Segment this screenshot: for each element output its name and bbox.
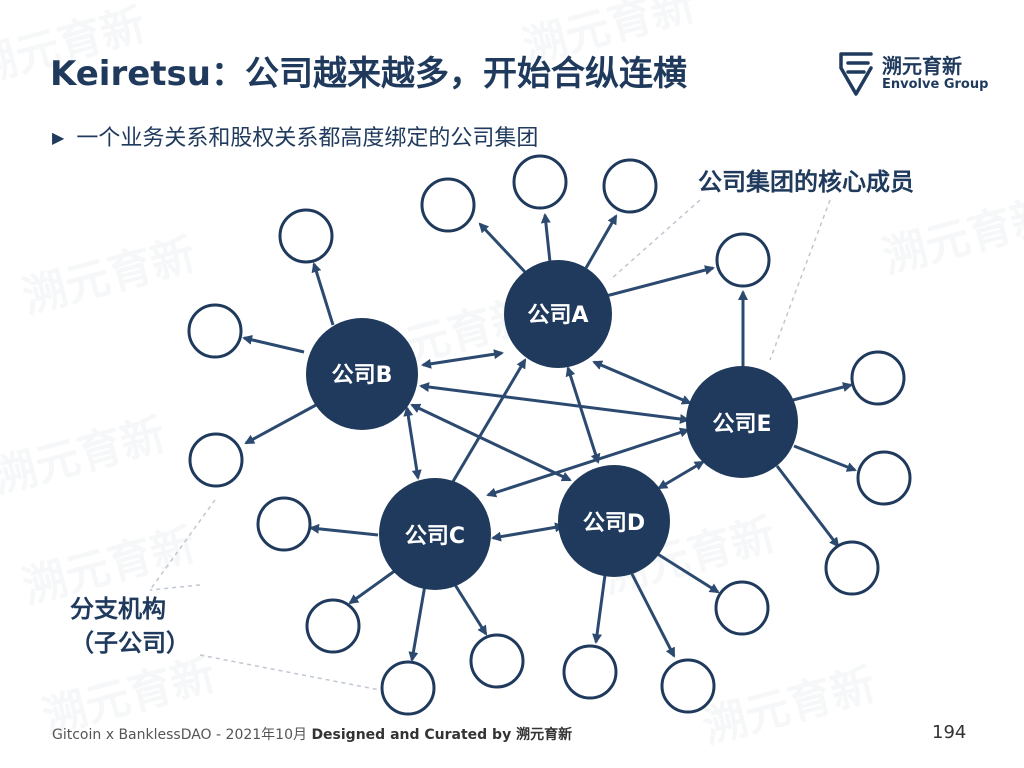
branches-label-line2: （子公司） [70,629,190,657]
company-b-label: 公司B [332,363,393,388]
subtitle-text: 一个业务关系和股权关系都高度绑定的公司集团 [76,126,539,151]
bullet-icon: ▶ [52,128,65,147]
subsidiary-node [420,177,476,233]
subsidiary-node [850,350,906,406]
callout-line [769,199,831,361]
edge-e-sub [775,465,840,548]
callout-lines [149,199,831,691]
edge-a-e [592,360,692,405]
edge-d-sub [655,551,720,594]
subsidiary-node [824,540,880,596]
page-number: 194 [932,722,967,743]
edge-d-sub [592,574,607,644]
envolve-logo-icon [839,52,873,96]
company-node-d: 公司D [558,465,670,577]
edge-c-sub [309,523,379,537]
edge-a-d [565,366,601,464]
company-c-label: 公司C [405,524,465,549]
company-e-label: 公司E [712,412,771,437]
company-node-a: 公司A [504,260,612,368]
edge-e-sub [793,444,857,472]
edge-c-sub [348,568,397,605]
brand-logo: 溯元育新 Envolve Group [838,48,988,98]
edge-d-sub [630,573,676,658]
logo-name-cn: 溯元育新 [882,54,962,78]
company-d-label: 公司D [583,511,645,536]
callout-line [149,499,216,591]
edge-b-sub [244,403,317,445]
subsidiary-node [512,154,568,210]
footer: Gitcoin x BanklessDAO - 2021年10月 Designe… [52,724,572,744]
edge-e-sub [792,382,853,402]
footer-prefix: Gitcoin x BanklessDAO - 2021年10月 [52,727,312,743]
subsidiary-node [856,450,912,506]
footer-brand: 溯元育新 [516,727,573,743]
company-node-e: 公司E [686,366,798,478]
company-node-b: 公司B [306,318,418,430]
edge-d-e [657,460,705,490]
subsidiary-node [660,658,716,714]
subsidiary-node [187,303,243,359]
edge-a-b [421,349,504,369]
subsidiary-node [562,644,618,700]
subtitle: ▶ 一个业务关系和股权关系都高度绑定的公司集团 [52,120,538,152]
subsidiary-node [714,580,770,636]
edge-c-e [486,427,690,498]
edge-b-c [403,406,422,480]
subsidiary-node [305,598,361,654]
branches-label-line1: 分支机构 [70,595,166,623]
company-a-label: 公司A [527,303,588,328]
edge-b-e [419,382,690,424]
logo-name-en: Envolve Group [882,77,989,92]
subsidiary-node [256,496,312,552]
subsidiary-node [469,633,525,689]
edge-b-sub [311,262,335,326]
core-members-label: 公司集团的核心成员 [698,168,914,196]
edge-a-sub [478,222,527,274]
page-title: Keiretsu：公司越来越多，开始合纵连横 [50,54,687,94]
callout-line [199,654,381,691]
edge-c-sub [450,579,488,636]
edge-a-sub [605,265,715,298]
company-node-c: 公司C [379,478,491,590]
edge-b-sub [242,334,305,354]
subsidiary-node [715,232,771,288]
edge-c-sub [408,584,427,662]
subsidiary-node [602,158,658,214]
callout-line [149,584,201,591]
edge-a-sub [540,213,552,263]
subsidiary-node [380,660,436,716]
branches-label: 分支机构 （子公司） [70,592,190,660]
edge-a-c [446,358,527,492]
subsidiary-node [278,208,334,264]
edge-a-sub [584,214,618,269]
footer-designed-by: Designed and Curated by [311,727,517,743]
subsidiary-node [188,432,244,488]
edge-c-d [491,522,565,542]
